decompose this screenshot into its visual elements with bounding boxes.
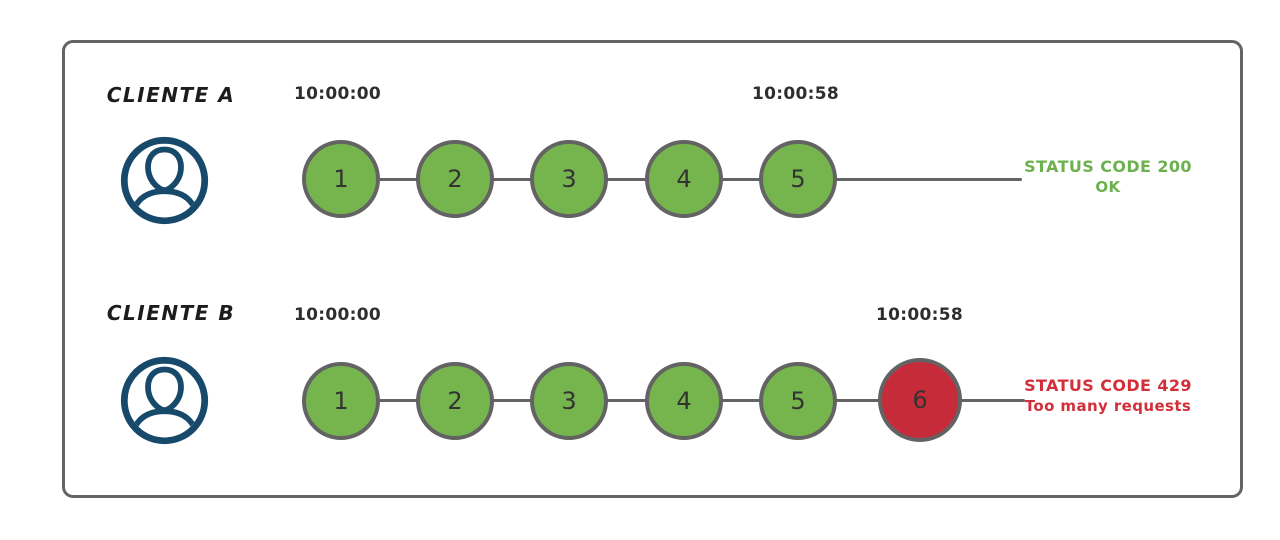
timestamp-a-start: 10:00:00 (294, 84, 381, 104)
status-b-code: STATUS CODE 429 (1024, 376, 1192, 395)
request-circle-a5: 5 (759, 140, 837, 218)
request-circle-a4: 4 (645, 140, 723, 218)
request-circle-a3: 3 (530, 140, 608, 218)
diagram-frame (62, 40, 1243, 498)
status-a-message: OK (1095, 178, 1121, 196)
status-a: STATUS CODE 200 OK (1022, 156, 1194, 198)
status-b-message: Too many requests (1024, 397, 1192, 415)
request-circle-a1: 1 (302, 140, 380, 218)
timestamp-b-start: 10:00:00 (294, 305, 381, 325)
request-circle-b1: 1 (302, 362, 380, 440)
user-icon (118, 354, 211, 447)
request-circle-b4: 4 (645, 362, 723, 440)
request-circle-b6-rate-limited: 6 (878, 358, 962, 442)
request-circle-b2: 2 (416, 362, 494, 440)
timestamp-a-end: 10:00:58 (752, 84, 839, 104)
timestamp-b-end: 10:00:58 (876, 305, 963, 325)
request-circle-b3: 3 (530, 362, 608, 440)
request-circle-b5: 5 (759, 362, 837, 440)
request-circle-a2: 2 (416, 140, 494, 218)
client-b-label: CLIENTE B (106, 301, 236, 325)
status-a-code: STATUS CODE 200 (1024, 157, 1192, 176)
client-a-label: CLIENTE A (106, 83, 236, 107)
status-b: STATUS CODE 429 Too many requests (1022, 375, 1194, 417)
user-icon (118, 134, 211, 227)
